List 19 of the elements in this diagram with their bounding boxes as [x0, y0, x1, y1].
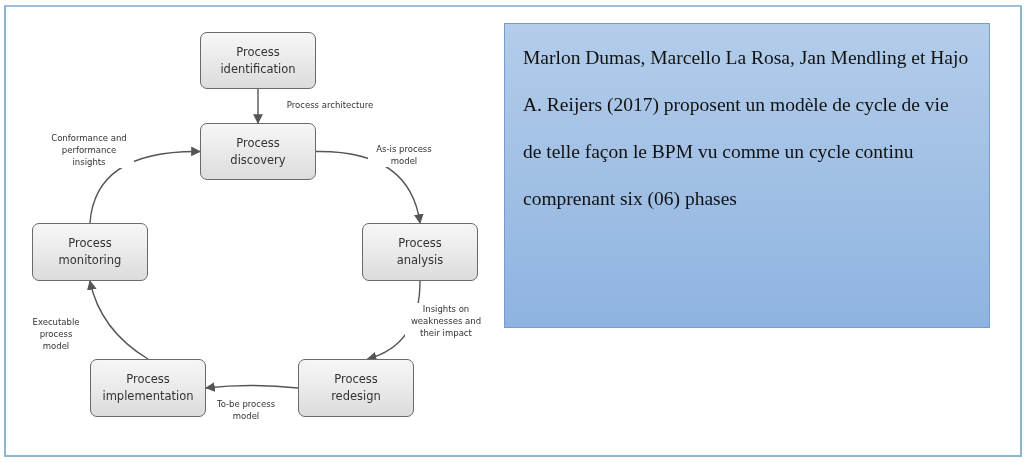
process-box [200, 123, 316, 180]
process-name: Process analysis [395, 235, 445, 269]
process-box [32, 223, 148, 281]
arrow [315, 150, 424, 224]
process-box [90, 359, 206, 417]
arrow [205, 382, 299, 392]
process-name: Process discovery [229, 134, 287, 169]
process-box [200, 32, 316, 89]
process-name: Process identification [219, 43, 297, 78]
description-text: Marlon Dumas, Marcello La Rosa, Jan Mendling et Hajo A. Reijers (2017) proposent un modèle de cycle de vie de telle façon le BPM vu comme un cycle continu comprenant six (06) phases [523, 46, 969, 211]
process-name: Process monitoring [57, 235, 123, 269]
process-box [298, 359, 414, 417]
arrow [253, 88, 263, 124]
text-box [504, 23, 990, 328]
process-box [362, 223, 478, 281]
process-name: Process redesign [330, 371, 382, 405]
process-name: Process implementation [102, 371, 194, 405]
arrow [87, 280, 149, 360]
arrow [89, 146, 201, 224]
